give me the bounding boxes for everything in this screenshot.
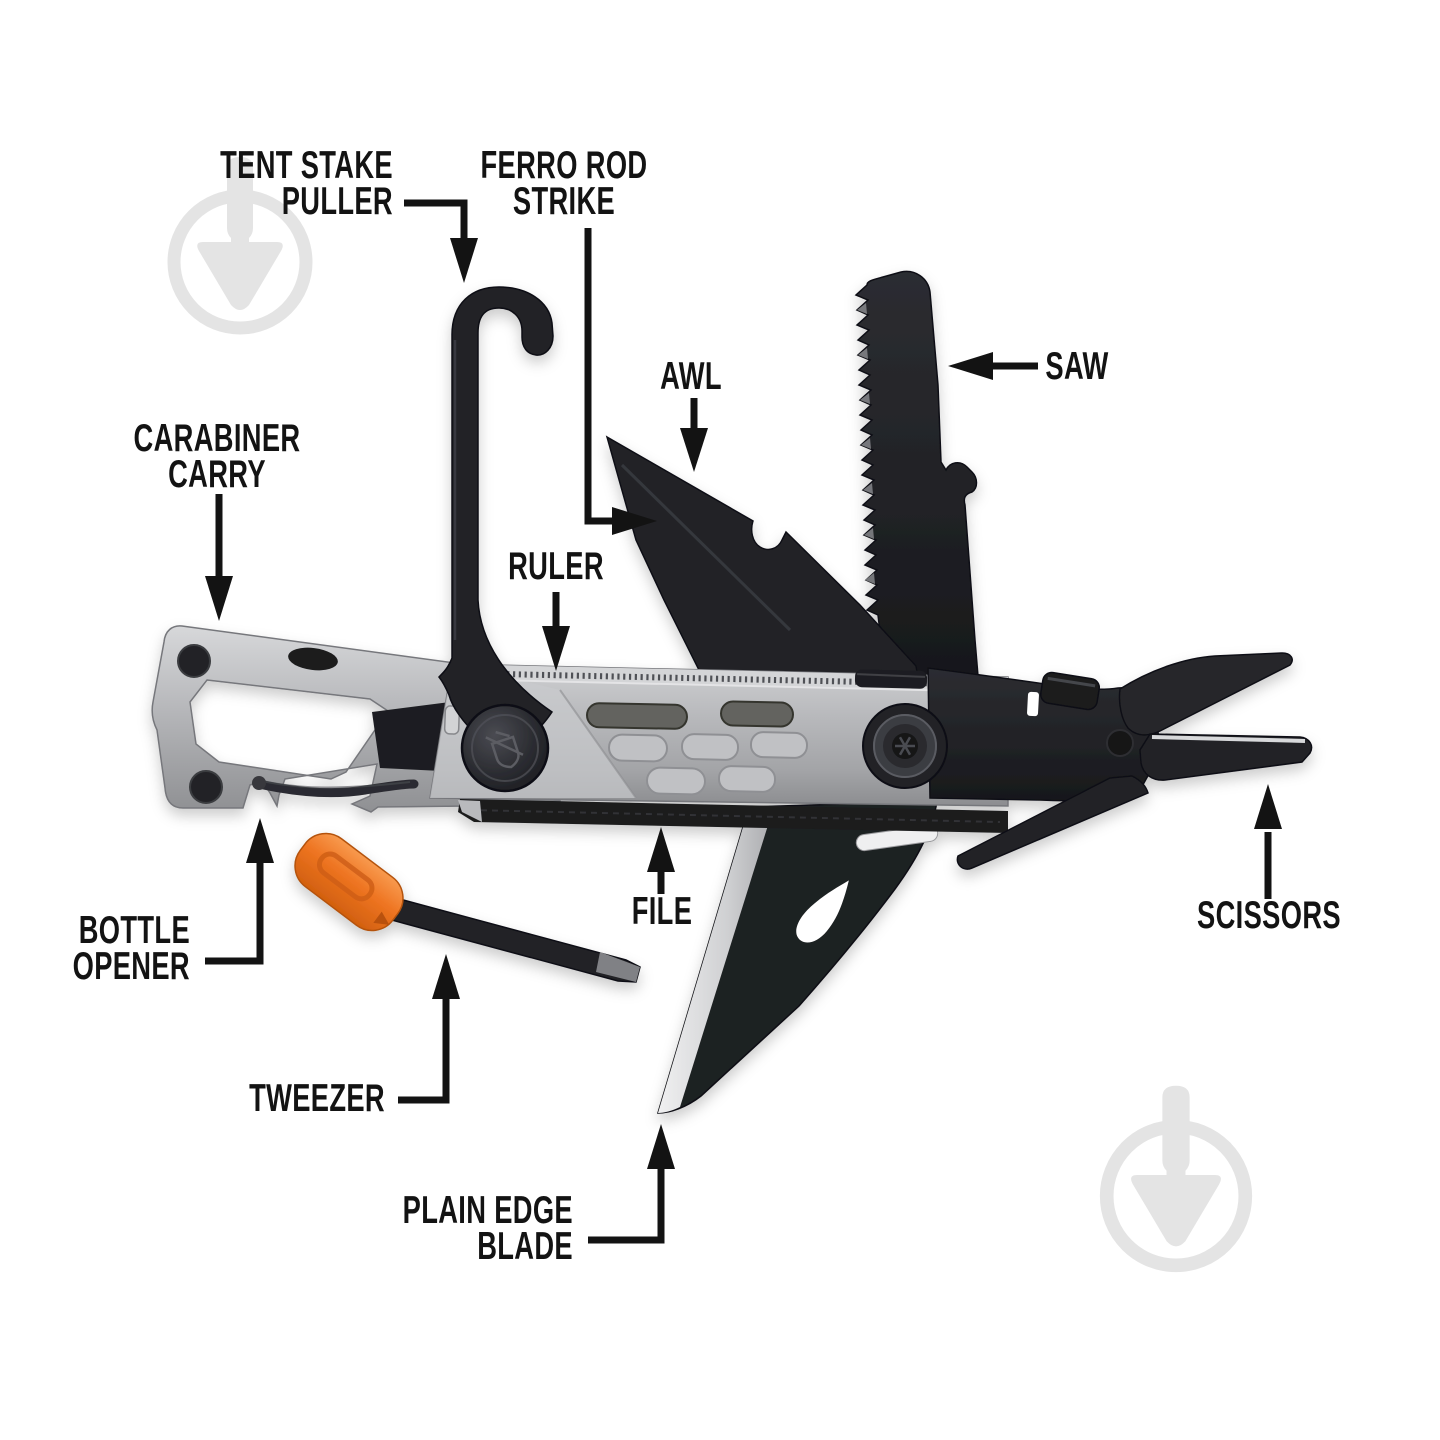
label-carabiner-carry: CARABINER CARRY xyxy=(105,417,329,496)
label-file: FILE xyxy=(631,890,693,933)
label-tweezer: TWEEZER xyxy=(249,1077,385,1120)
label-carabiner-carry-line2: CARRY xyxy=(168,453,266,496)
gerber-brand-icon xyxy=(485,730,524,769)
carabiner-lanyard-slot xyxy=(288,647,338,671)
blade-ground-edge xyxy=(658,806,774,1113)
blade-lock-tab xyxy=(854,669,928,689)
label-ferro-rod-strike-line1: FERRO ROD xyxy=(480,144,648,187)
saw-blade xyxy=(854,270,979,677)
saw-teeth-facets xyxy=(857,303,875,584)
label-ferro-rod-strike-line2: STRIKE xyxy=(512,180,616,223)
label-tent-stake-puller-line2: PULLER xyxy=(281,180,393,223)
arrow-saw xyxy=(948,352,1038,380)
tent-stake-puller-hook xyxy=(437,286,554,746)
label-tent-stake-puller-line1: TENT STAKE xyxy=(220,144,393,187)
scissors-spring-clip xyxy=(1039,671,1101,711)
pivot-button xyxy=(460,703,550,793)
awl-blade xyxy=(605,435,919,679)
file-bar xyxy=(458,799,1008,833)
arrow-carabiner-carry xyxy=(205,494,233,621)
scissors-lower-arm xyxy=(956,775,1149,870)
scissors-lower-blade xyxy=(1139,733,1313,781)
label-plain-edge-blade-line1: PLAIN EDGE xyxy=(402,1189,573,1232)
label-plain-edge-blade: PLAIN EDGE BLADE xyxy=(377,1189,573,1268)
arrow-tweezer xyxy=(398,954,460,1104)
scissors-assembly xyxy=(927,652,1313,870)
arrow-ferro-rod-strike xyxy=(584,228,657,535)
label-bottle-opener-line1: BOTTLE xyxy=(78,909,190,952)
arrow-tent-stake-puller xyxy=(404,199,478,283)
handle-embossed-pills xyxy=(608,731,809,796)
handle-slots xyxy=(586,700,794,730)
pivot-screw xyxy=(862,703,948,789)
label-plain-edge-blade-line2: BLADE xyxy=(477,1225,573,1268)
tweezer-orange-handle xyxy=(294,832,404,932)
callout-arrows xyxy=(205,199,1282,1244)
label-saw: SAW xyxy=(1045,345,1109,388)
scissors-cutting-edge xyxy=(1151,735,1306,743)
label-scissors: SCISSORS xyxy=(1197,894,1341,937)
screw-socket xyxy=(895,736,915,756)
label-awl: AWL xyxy=(660,355,722,398)
arrow-ruler xyxy=(542,592,570,671)
label-carabiner-carry-line1: CARABINER xyxy=(133,417,301,460)
frame-slit xyxy=(1027,691,1039,717)
carabiner-rivet-bottom xyxy=(189,770,223,804)
tweezer-tool xyxy=(294,832,641,983)
awl-facet-line xyxy=(620,463,792,632)
watermark-trowel-icon-bottom-right xyxy=(1107,1086,1246,1266)
blade-teardrop-cutout xyxy=(796,880,849,943)
arrow-plain-edge-blade xyxy=(588,1124,675,1244)
scissors-pivot xyxy=(1106,729,1134,757)
label-ferro-rod-strike: FERRO ROD STRIKE xyxy=(452,144,676,223)
carabiner-gate-wire xyxy=(252,776,419,798)
arrow-bottle-opener xyxy=(205,818,274,965)
arrow-awl xyxy=(680,398,708,472)
arrow-file xyxy=(647,827,675,894)
arrow-scissors xyxy=(1254,784,1282,899)
plain-edge-blade xyxy=(656,800,939,1114)
carabiner-rivet-top xyxy=(177,644,211,678)
label-bottle-opener: BOTTLE OPENER xyxy=(57,909,190,988)
scissors-upper-blade xyxy=(1118,652,1293,736)
tweezer-tip-bevel xyxy=(596,952,640,982)
label-bottle-opener-line2: OPENER xyxy=(72,945,190,988)
label-ruler: RULER xyxy=(508,545,604,588)
label-tent-stake-puller: TENT STAKE PULLER xyxy=(169,144,393,223)
handle-latch xyxy=(443,705,461,735)
